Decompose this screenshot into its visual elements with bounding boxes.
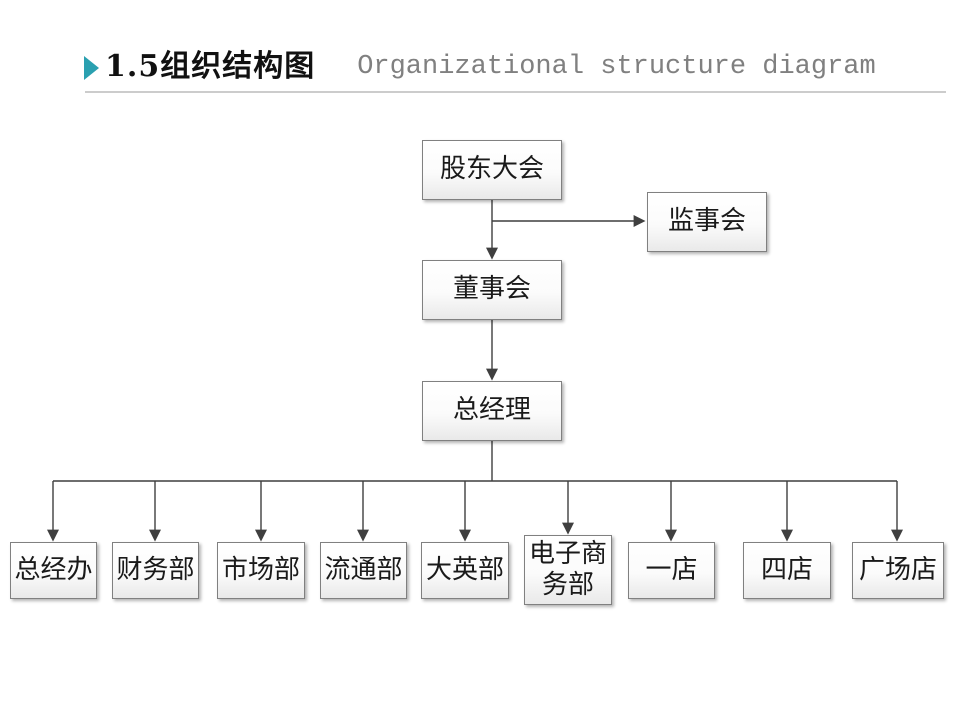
org-node-dept: 市场部 (217, 542, 305, 599)
slide-title-zh: 1.5组织结构图 (105, 49, 316, 84)
org-node-supervisory: 监事会 (647, 192, 767, 252)
org-node-dept: 总经办 (10, 542, 97, 599)
org-node-dept: 广场店 (852, 542, 944, 599)
org-node-dept: 四店 (743, 542, 831, 599)
bullet-triangle-icon (84, 56, 99, 80)
org-node-board: 董事会 (422, 260, 562, 320)
org-node-general-manager: 总经理 (422, 381, 562, 441)
org-node-dept: 大英部 (421, 542, 509, 599)
org-node-dept: 电子商务部 (524, 535, 612, 605)
title-underline (85, 91, 946, 93)
org-node-dept: 财务部 (112, 542, 199, 599)
slide-title-row: 1.5组织结构图 Organizational structure diagra… (84, 50, 876, 83)
org-node-shareholders: 股东大会 (422, 140, 562, 200)
org-node-dept: 一店 (628, 542, 715, 599)
org-node-dept: 流通部 (320, 542, 407, 599)
slide-title-en: Organizational structure diagram (357, 51, 876, 82)
